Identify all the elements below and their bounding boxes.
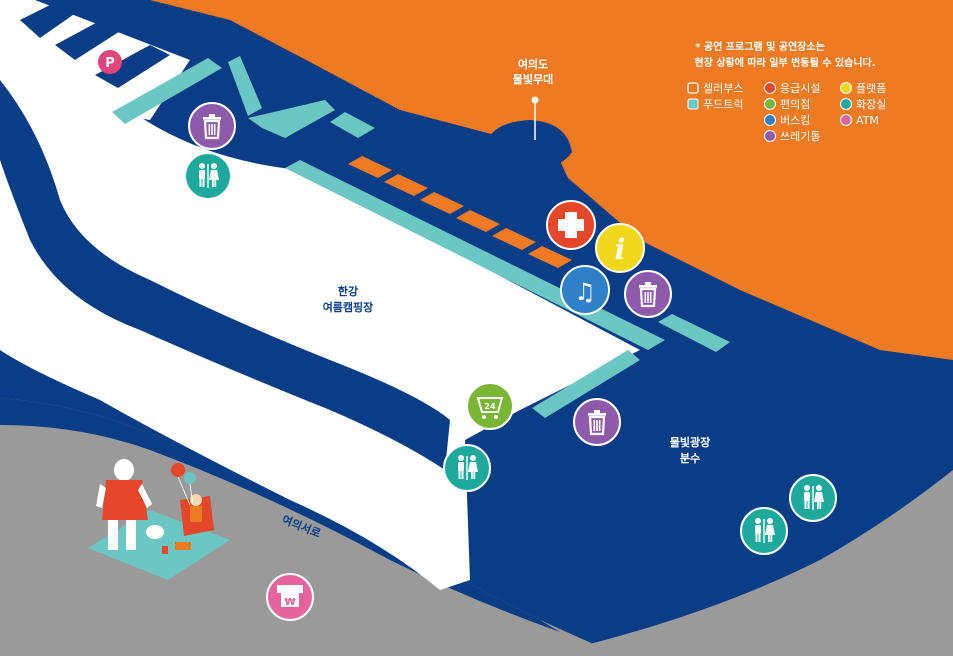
food-truck-strip — [248, 100, 335, 138]
seller-booth — [384, 174, 428, 196]
atm-bill-icon — [281, 593, 299, 607]
parking-pin[interactable]: P — [98, 50, 122, 74]
right-bank — [540, 470, 953, 656]
seller-booth — [528, 246, 572, 268]
food-truck-strip — [658, 314, 730, 352]
person-leg — [108, 520, 118, 550]
trash-pin[interactable] — [188, 102, 236, 150]
busking-icon — [560, 265, 610, 315]
land-area — [150, 0, 953, 360]
parking-icon-letter: P — [105, 56, 115, 71]
legend-label-platform: 플랫폼 — [856, 82, 886, 95]
dog — [146, 525, 164, 539]
convenience-store-icon — [466, 382, 514, 430]
info-icon — [595, 223, 645, 273]
restroom-pin[interactable] — [184, 152, 232, 200]
notice-line1: * 공연 프로그램 및 공연장소는 — [695, 40, 825, 53]
food-truck-strip — [112, 58, 222, 124]
food-truck-strip — [330, 112, 375, 138]
seller-booth — [420, 192, 464, 214]
cart-basket-icon — [476, 397, 504, 413]
seller-booth — [492, 228, 536, 250]
convenience-24-label: 24 — [484, 402, 496, 411]
legend-label-foodtruck: 푸드트럭 — [703, 98, 743, 111]
music-note-icon: ♫ — [574, 278, 596, 306]
trash-icon — [764, 130, 776, 142]
atm-pin[interactable]: ₩ — [266, 573, 314, 621]
label-fountain-line2: 분수 — [680, 452, 700, 465]
notice-line2: 현장 상황에 따라 일부 변동될 수 있습니다. — [694, 56, 875, 69]
legend-label-seller: 셀러부스 — [703, 82, 743, 95]
parking-lines — [20, 0, 170, 88]
seller-booth — [456, 210, 500, 232]
balloon — [171, 463, 185, 477]
legend-label-busking: 버스킹 — [780, 114, 810, 127]
trash-pin[interactable] — [573, 398, 621, 446]
convenience-store-pin[interactable]: 24 — [466, 382, 514, 430]
person-head — [114, 459, 134, 481]
seller-booth — [348, 156, 392, 178]
camping-plaza — [0, 30, 640, 590]
child-body — [190, 506, 202, 522]
legend-label-firstaid: 응급시설 — [780, 82, 820, 95]
restroom-pin[interactable] — [740, 507, 788, 555]
atm-icon — [840, 114, 852, 126]
restroom-pin[interactable] — [443, 444, 491, 492]
legend-label-convenience: 편의점 — [780, 98, 810, 111]
seller-booths — [348, 156, 572, 268]
parking-icon — [98, 50, 122, 74]
busking-icon — [764, 114, 776, 126]
trash-pin[interactable] — [624, 270, 672, 318]
stage-pin — [531, 96, 539, 104]
balloon — [184, 472, 196, 484]
inner-water-channel — [0, 80, 450, 470]
food-truck-icon — [687, 98, 699, 110]
picnic-illustration — [88, 459, 230, 580]
first-aid-icon — [764, 82, 776, 94]
legend-label-atm: ATM — [856, 114, 879, 127]
person-dress — [102, 480, 148, 520]
food-truck-strip — [532, 350, 640, 418]
seller-booth-icon — [687, 82, 699, 94]
person-leg — [126, 520, 136, 550]
label-camping-line2: 여름캠핑장 — [323, 300, 374, 314]
food-truck-strip — [228, 56, 262, 116]
legend: 셀러부스 푸드트럭 응급시설 편의점 버스킹 쓰레기통 플랫폼 화장실 ATM — [687, 82, 886, 143]
first-aid-cross-h — [558, 219, 584, 231]
cup — [162, 546, 168, 554]
info-pin[interactable]: i — [595, 223, 645, 273]
snack-box — [175, 542, 191, 550]
person-arms — [96, 484, 152, 508]
atm-won-symbol: ₩ — [284, 597, 295, 608]
info-icon — [840, 82, 852, 94]
label-fountain-line1: 물빛광장 — [670, 435, 710, 449]
legend-label-trash: 쓰레기통 — [780, 130, 820, 143]
first-aid-pin[interactable] — [546, 200, 596, 250]
restroom-icon — [840, 98, 852, 110]
label-stage-line1: 여의도 — [518, 57, 548, 71]
label-stage-line2: 물빛무대 — [513, 72, 553, 86]
busking-pin[interactable]: ♫ — [560, 265, 610, 315]
info-icon-letter: i — [615, 233, 626, 266]
convenience-store-icon — [764, 98, 776, 110]
restroom-pin[interactable] — [789, 474, 837, 522]
atm-slot-icon — [277, 585, 303, 593]
legend-label-restroom: 화장실 — [856, 98, 886, 111]
stage-area — [488, 120, 572, 169]
label-camping-line1: 한강 — [338, 284, 358, 298]
